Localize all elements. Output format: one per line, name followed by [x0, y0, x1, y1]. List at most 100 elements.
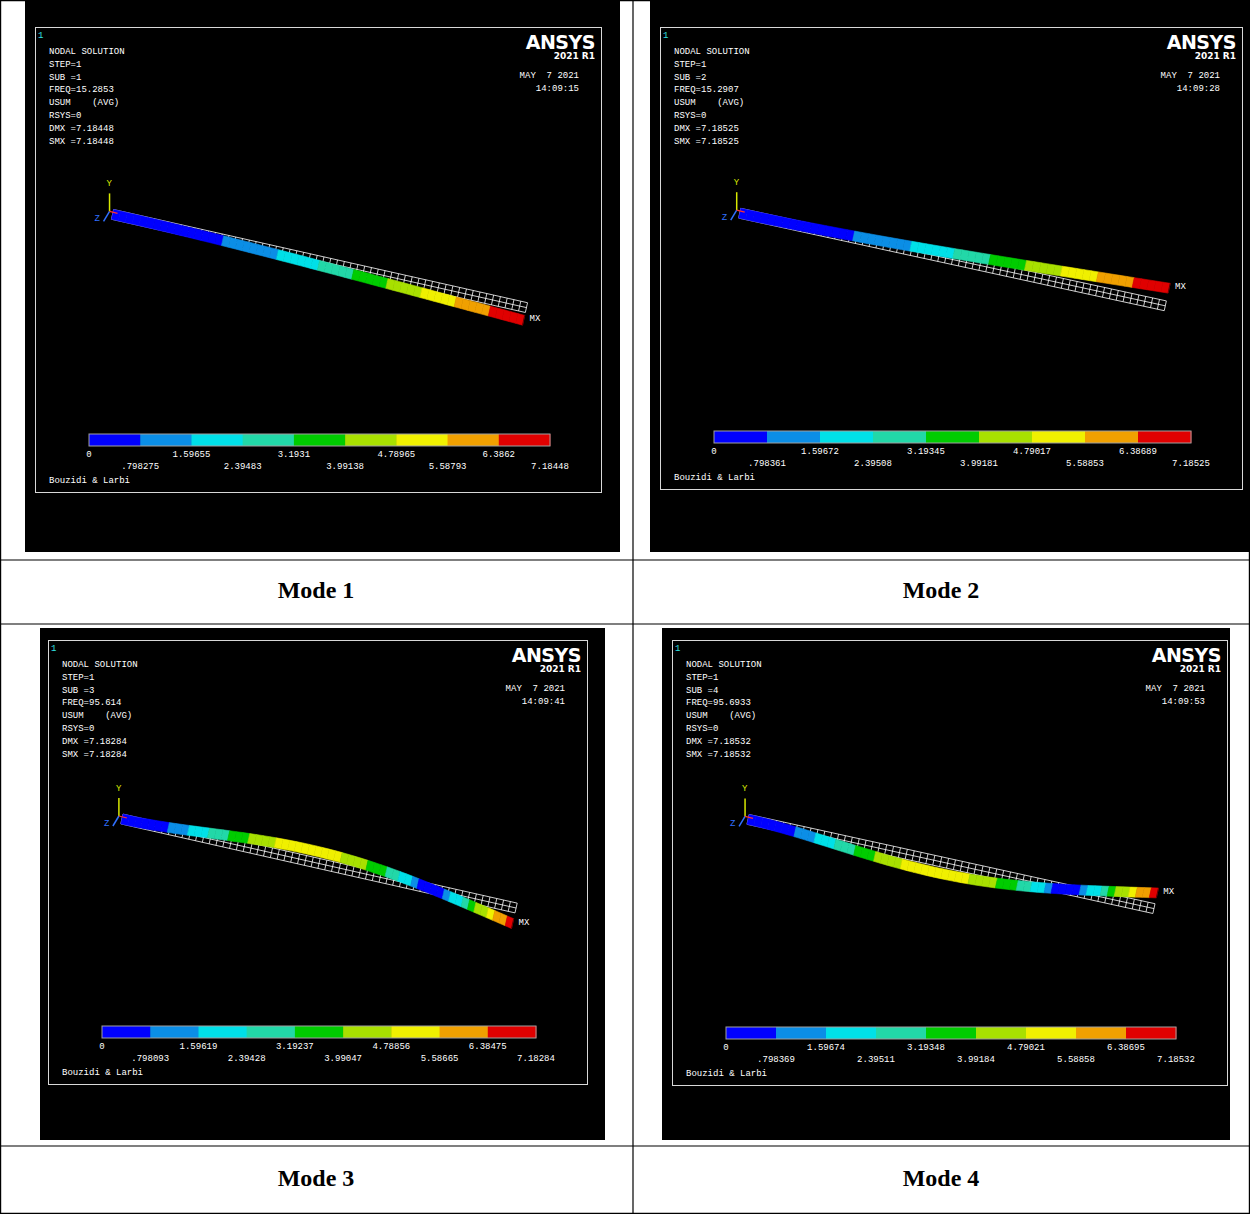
colorbar-band [499, 434, 551, 446]
wireframe-rib [458, 287, 460, 297]
wireframe-rib [478, 292, 480, 302]
axis-label: Z [104, 820, 109, 829]
deformed-shape [111, 210, 524, 326]
table-border [0, 559, 1250, 560]
wireframe-rib [284, 851, 286, 861]
plot-info: FREQ=95.614 [62, 699, 121, 708]
colorbar-value: 1.59619 [180, 1043, 218, 1052]
colorbar-band [776, 1027, 827, 1039]
mode-caption: Mode 1 [116, 578, 516, 602]
max-marker: MX [530, 315, 541, 324]
colorbar-value: 3.99138 [326, 463, 364, 472]
triad-z-axis [113, 816, 119, 826]
colorbar-band [391, 1026, 440, 1038]
colorbar-band [1126, 1027, 1177, 1039]
colorbar-band [345, 434, 397, 446]
wireframe-rib [1116, 290, 1118, 300]
wireframe-rib [1144, 296, 1146, 306]
plot-info: RSYS=0 [686, 725, 718, 734]
wireframe-rib [1153, 904, 1155, 914]
wireframe-rib [444, 284, 446, 294]
wireframe-rib [311, 857, 313, 867]
wireframe-rib [304, 856, 306, 866]
triad-x-axis [745, 816, 753, 818]
plot-time: 14:09:15 [536, 85, 579, 94]
colorbar-band [926, 1027, 977, 1039]
colorbar-band [1076, 1027, 1127, 1039]
colorbar-value: 0 [723, 1044, 728, 1053]
triad-x-axis [737, 210, 745, 212]
wireframe-rib [298, 854, 300, 864]
wireframe-rib [988, 867, 990, 877]
colorbar-value: 5.58858 [1057, 1056, 1095, 1065]
deformed-shape [739, 208, 1171, 293]
plot-info: USUM (AVG) [49, 99, 119, 108]
wireframe-rib [331, 862, 333, 872]
colorbar [714, 431, 1192, 443]
wireframe-rib [1130, 293, 1132, 303]
colorbar-value: 3.99184 [957, 1056, 995, 1065]
plot-info: STEP=1 [686, 674, 718, 683]
undeformed-wireframe [111, 210, 527, 313]
axis-label: Z [95, 215, 100, 224]
wireframe-rib [967, 863, 969, 873]
table-border [0, 0, 1, 1214]
wireframe-rib [1102, 287, 1104, 297]
plot-info: RSYS=0 [49, 112, 81, 121]
wireframe-edge [122, 819, 516, 908]
colorbar-band [191, 434, 243, 446]
axis-label: Y [116, 785, 121, 794]
wireframe-rib [891, 846, 893, 856]
colorbar-band [767, 431, 821, 443]
wireframe-rib [352, 866, 354, 876]
wireframe-rib [1075, 281, 1077, 291]
colorbar-band [826, 1027, 877, 1039]
colorbar-value: 4.79021 [1007, 1044, 1045, 1053]
axis-label: Z [730, 820, 735, 829]
wireframe-rib [485, 294, 487, 304]
colorbar-value: .798369 [757, 1056, 795, 1065]
plot-time: 14:09:53 [1162, 698, 1205, 707]
triad-y-axis [109, 193, 111, 211]
wireframe-rib [1082, 283, 1084, 293]
wireframe-rib [250, 843, 252, 853]
wireframe-rib [1068, 280, 1070, 290]
wireframe-rib [1096, 286, 1098, 296]
wireframe-rib [1139, 901, 1141, 911]
colorbar-value: 6.38695 [1107, 1044, 1145, 1053]
table-border [0, 623, 1250, 624]
colorbar-band [876, 1027, 927, 1039]
colorbar-band [396, 434, 448, 446]
wireframe-rib [515, 903, 517, 913]
beam-plot [36, 28, 603, 494]
ansys-screenshot: 1NODAL SOLUTIONSTEP=1SUB =2FREQ=15.2907U… [650, 0, 1250, 552]
triad-z-axis [104, 211, 110, 221]
wireframe-rib [318, 859, 320, 869]
colorbar-band [976, 1027, 1027, 1039]
wireframe-rib [946, 858, 948, 868]
colorbar-band [247, 1026, 296, 1038]
beam-plot [661, 28, 1244, 491]
plot-info: NODAL SOLUTION [62, 661, 138, 670]
wireframe-rib [512, 300, 514, 310]
wireframe-edge [121, 824, 515, 913]
colorbar-value: 3.1931 [278, 451, 310, 460]
wireframe-rib [905, 849, 907, 859]
table-border [632, 0, 633, 1214]
colorbar-value: 4.78965 [377, 451, 415, 460]
wireframe-edge [748, 819, 1154, 908]
wireframe-rib [1125, 898, 1127, 908]
ansys-screenshot: 1NODAL SOLUTIONSTEP=1SUB =1FREQ=15.2853U… [25, 0, 620, 552]
author-label: Bouzidi & Larbi [674, 474, 755, 483]
ansys-version: 2021 R1 [554, 52, 595, 61]
wireframe-rib [491, 295, 493, 305]
plot-info: NODAL SOLUTION [674, 48, 750, 57]
wireframe-rib [878, 843, 880, 853]
wireframe-rib [495, 899, 497, 909]
window-number: 1 [663, 32, 668, 41]
wireframe-rib [974, 864, 976, 874]
colorbar-value: 2.39508 [854, 460, 892, 469]
wireframe-edge [114, 210, 528, 303]
colorbar-value: 4.78856 [372, 1043, 410, 1052]
axis-label: Y [107, 180, 112, 189]
